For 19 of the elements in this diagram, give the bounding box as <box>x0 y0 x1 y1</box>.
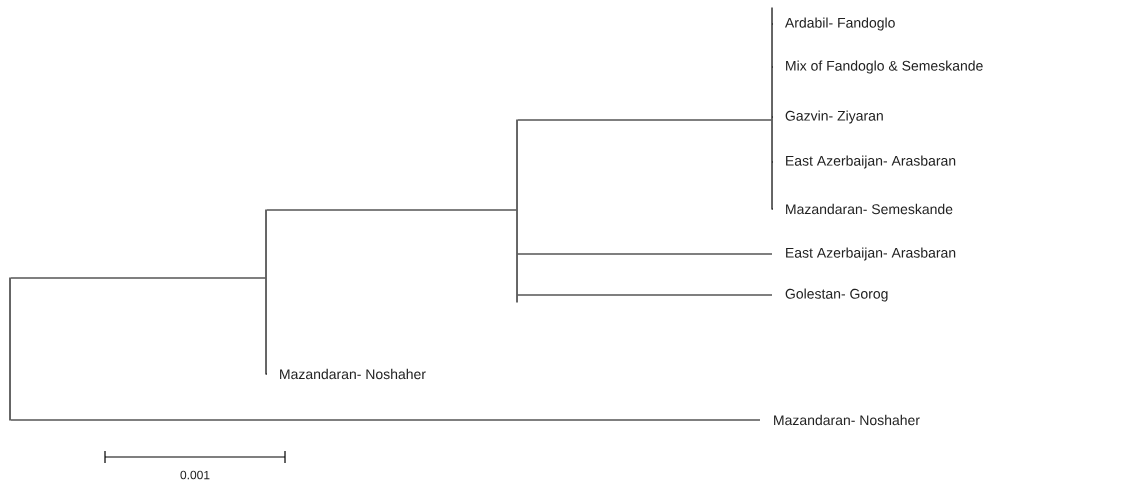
tree-branch <box>517 119 772 121</box>
leaf-label: Golestan- Gorog <box>785 288 888 302</box>
leaf-label: Mazandaran- Noshaher <box>774 414 920 426</box>
tree-branch <box>771 208 774 210</box>
scale-value: 0.001 <box>180 470 210 480</box>
leaf-label: Mazandaran- Noshaher <box>280 368 426 380</box>
tree-branch <box>10 277 266 279</box>
tree-branch <box>265 373 268 375</box>
leaf-label: Ardabil- Fandoglo <box>784 17 895 31</box>
leaf-label: East Azerbaijan- Arasbaran <box>786 155 956 169</box>
tree-branch <box>10 419 761 421</box>
leaf-label: East Azerbaijan- Arasbaran <box>786 247 956 261</box>
tree-branch <box>771 116 774 118</box>
leaf-label: Gazvin- Ziyaran <box>785 110 883 124</box>
tree-branch <box>266 209 517 211</box>
leaf-label: Mazandaran- Semeskande <box>786 203 953 215</box>
tree-branch <box>517 253 773 255</box>
leaf-label: Mix of Fandoglo & Semeskande <box>786 60 983 74</box>
tree-branch <box>517 294 773 296</box>
